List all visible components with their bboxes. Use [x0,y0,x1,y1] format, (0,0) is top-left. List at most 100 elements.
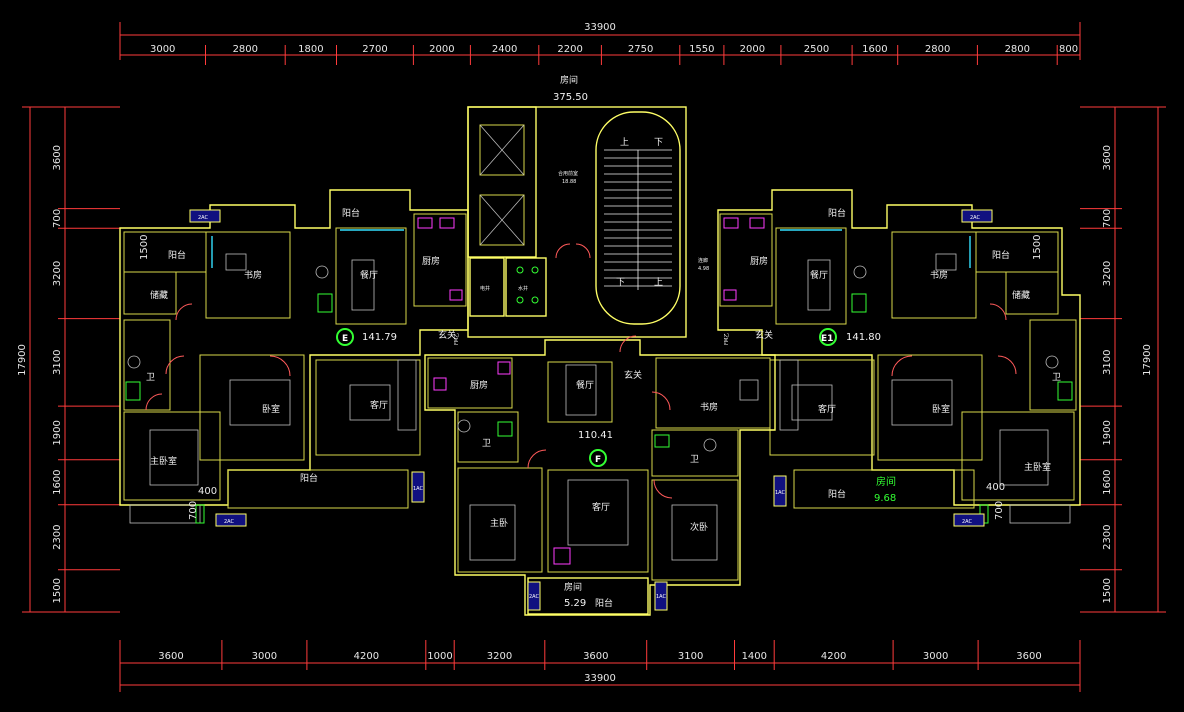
unit-f: 2AC 1AC 厨房 餐厅 玄关 书房 卫 卫 主卧 客厅 次卧 阳台 房间 5… [424,335,776,616]
unit-e1: 2AC 2AC 1AC 阳台 阳台 书房 储藏 餐厅 厨房 玄关 客厅 卧室 主… [717,189,1081,527]
unit-e-ac-bottom: 2AC [224,519,235,525]
unit-e1-kitchen: 厨房 [750,255,768,267]
dimension-segment: 3600 [52,145,63,170]
water-well-label: 水井 [518,285,528,292]
stair-down-label-2: 下 [616,278,625,288]
unit-e-marker [336,328,354,346]
dimension-segment: 3200 [52,261,63,286]
unit-e1-dim-700: 700 [994,501,1005,520]
unit-e1-letter: E1 [821,334,833,344]
stair-up-label-2: 上 [654,277,663,288]
dimension-segment: 4200 [354,651,379,662]
unit-e-dim-1500: 1500 [139,235,150,260]
unit-e: 2AC 2AC 1AC 阳台 阳台 书房 储藏 餐厅 厨房 玄关 客厅 卧室 主… [119,189,469,527]
unit-f-dining: 餐厅 [576,379,594,391]
dimension-segment: 2400 [492,44,517,55]
unit-f-marker [589,449,607,467]
dimension-segment: 1000 [427,651,452,662]
unit-e-area: 141.79 [362,332,397,343]
unit-f-kitchen: 厨房 [470,379,488,391]
unit-e-master: 主卧室 [150,455,177,467]
unit-e1-area: 141.80 [846,332,881,343]
unit-e-kitchen: 厨房 [422,255,440,267]
unit-e-balcony-bottom: 阳台 [300,472,318,484]
unit-e-dim-700: 700 [188,501,199,520]
unit-e1-fire-door: FM乙 [723,333,730,345]
dimension-segment: 3000 [150,44,175,55]
unit-e-living: 客厅 [370,399,388,411]
dimension-segment: 2800 [233,44,258,55]
dimension-segment: 2800 [925,44,950,55]
unit-f-balcony: 阳台 [595,597,613,609]
unit-f-balcony-room-value: 5.29 [564,598,586,609]
dimension-segment: 1900 [52,420,63,445]
dimension-segment: 1600 [862,44,887,55]
dimension-segment: 1500 [52,578,63,603]
dimension-segment: 800 [1059,44,1078,55]
unit-e-wc: 卫 [146,373,155,383]
unit-e-balcony-left: 阳台 [168,249,186,261]
dimension-segment: 2200 [557,44,582,55]
dimension-segment: 2700 [362,44,387,55]
elevator-hall-value: 18.88 [562,179,576,185]
unit-e1-storage: 储藏 [1012,289,1030,301]
dimension-segment: 3600 [158,651,183,662]
unit-f-balcony-room-label: 房间 [564,581,582,593]
dimension-segment: 3600 [1016,651,1041,662]
unit-e-storage: 储藏 [150,289,168,301]
unit-e1-balcony-right: 阳台 [992,249,1010,261]
dimension-segment: 2300 [1102,524,1113,549]
unit-f-letter: F [595,455,601,465]
dimension-segment: 1600 [52,469,63,494]
corridor-value: 4.98 [698,266,709,272]
unit-e1-dining: 餐厅 [810,269,828,281]
dimension-segment: 1900 [1102,420,1113,445]
unit-e1-wc: 卫 [1052,373,1061,383]
dimension-segment: 2000 [740,44,765,55]
unit-e-fire-door: FM乙 [453,333,460,345]
core-room-label: 房间 [560,74,578,86]
unit-f-foyer: 玄关 [624,369,642,381]
unit-f-living: 客厅 [592,501,610,513]
unit-f-wc-left: 卫 [482,439,491,449]
unit-e1-dim-400: 400 [986,482,1005,493]
dimension-segment: 3200 [487,651,512,662]
unit-e1-balcony-room-value: 9.68 [874,493,896,504]
dimension-segment: 3600 [583,651,608,662]
corridor-label: 连廊 [698,257,708,264]
left-total-dimension: 17900 [17,344,28,376]
unit-e-ac-side: 1AC [413,486,424,492]
unit-e-ac-top: 2AC [198,215,209,221]
unit-e1-balcony-bottom: 阳台 [828,488,846,500]
unit-e1-ac-top: 2AC [970,215,981,221]
bottom-total-dimension: 33900 [584,673,616,684]
unit-e1-ac-bottom: 2AC [962,519,973,525]
dimension-segment: 1600 [1102,469,1113,494]
unit-e1-living: 客厅 [818,403,836,415]
electric-room-label: 电井 [480,285,490,292]
unit-e1-marker [819,328,837,346]
dimension-segment: 3000 [252,651,277,662]
unit-e1-bedroom: 卧室 [932,403,950,415]
dimension-segment: 1400 [742,651,767,662]
unit-e-balcony-top: 阳台 [342,207,360,219]
unit-f-ac-left: 2AC [529,594,540,600]
unit-f-area: 110.41 [578,430,613,441]
unit-e-letter: E [342,334,348,344]
unit-e1-balcony-top: 阳台 [828,207,846,219]
dimension-segment: 3600 [1102,145,1113,170]
right-total-dimension: 17900 [1142,344,1153,376]
dimension-segment: 2750 [628,44,653,55]
top-total-dimension: 33900 [584,22,616,33]
unit-f-guest-bed: 次卧 [690,521,708,533]
unit-e1-master: 主卧室 [1024,461,1051,473]
unit-e1-dim-1500: 1500 [1032,235,1043,260]
dimension-segment: 4200 [821,651,846,662]
dimension-segment: 2500 [804,44,829,55]
unit-e-foyer: 玄关 [438,329,456,341]
